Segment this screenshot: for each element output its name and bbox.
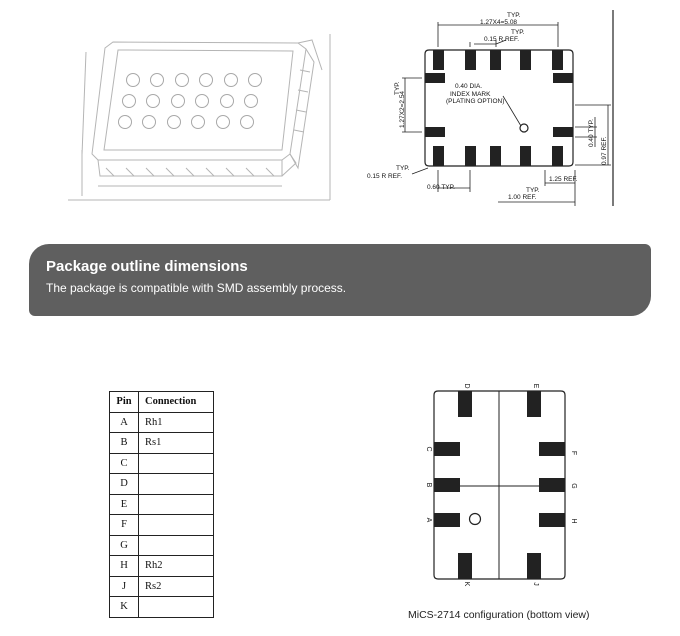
pad-e	[527, 391, 541, 417]
label-pitch-x-typ: TYP.	[507, 12, 521, 19]
label-radius-top: 0.15 R REF.	[484, 36, 519, 43]
pad-f	[539, 442, 565, 456]
package-3d-sketch	[68, 34, 331, 201]
pad-g	[539, 478, 565, 492]
table-row: K	[109, 596, 214, 618]
pin-letter-j: J	[532, 582, 539, 586]
pin-letter-d: D	[463, 383, 470, 388]
table-row: D	[109, 473, 214, 495]
pad-j	[527, 553, 541, 579]
header-connection: Connection	[138, 391, 214, 413]
pin-letter-b: B	[425, 483, 432, 488]
label-pitch-x: 1.27X4=5.08	[480, 19, 517, 26]
connection-cell: Rs1	[138, 432, 214, 454]
label-bottom-dim: 1.00 REF.	[508, 194, 537, 201]
pad-a	[434, 513, 460, 527]
label-pad-dim-v2: 0.97 REF.	[601, 136, 608, 165]
pin-letter-k: K	[463, 582, 470, 587]
table-header-row: Pin Connection	[109, 391, 214, 413]
label-bottom-typ: TYP.	[526, 187, 540, 194]
pin-letter-e: E	[532, 384, 539, 389]
pin-letter-a: A	[425, 518, 432, 523]
package-outline-banner: Package outline dimensions The package i…	[29, 244, 651, 316]
banner-subtitle: The package is compatible with SMD assem…	[46, 281, 347, 295]
connection-cell	[138, 596, 214, 618]
pin-letter-f: F	[570, 451, 577, 455]
configuration-caption: MiCS-2714 configuration (bottom view)	[408, 609, 590, 621]
label-radius-top-typ: TYP.	[511, 29, 525, 36]
pad-b	[434, 478, 460, 492]
label-pad-space: 0.60 TYP.	[427, 184, 455, 191]
pad-c	[434, 442, 460, 456]
label-index-dia: 0.40 DIA.	[455, 83, 482, 90]
pad-h	[539, 513, 565, 527]
pin-letter-h: H	[570, 518, 577, 523]
label-pad-dim-v1: 0.40 TYP.	[588, 119, 595, 147]
index-mark	[468, 512, 482, 526]
label-right-dim: 1.25 REF.	[549, 176, 578, 183]
label-radius-bottom: 0.15 R REF.	[367, 173, 402, 180]
table-row: F	[109, 514, 214, 536]
label-index-mark: INDEX MARK	[450, 91, 491, 98]
dimension-drawing: TYP. 1.27X4=5.08 TYP. 0.15 R REF. 0.40 D…	[367, 10, 614, 206]
pin-letter-g: G	[570, 483, 577, 488]
pin-letter-c: C	[425, 446, 432, 451]
pad-k	[458, 553, 472, 579]
label-plating-option: (PLATING OPTION)	[446, 98, 504, 105]
pin-cell: K	[109, 596, 139, 618]
label-pitch-y-typ: TYP.	[394, 81, 401, 95]
banner-title: Package outline dimensions	[46, 258, 248, 275]
label-radius-bottom-typ: TYP.	[396, 165, 410, 172]
label-pitch-y: 1.27X2=2.54	[399, 91, 406, 128]
pad-d	[458, 391, 472, 417]
